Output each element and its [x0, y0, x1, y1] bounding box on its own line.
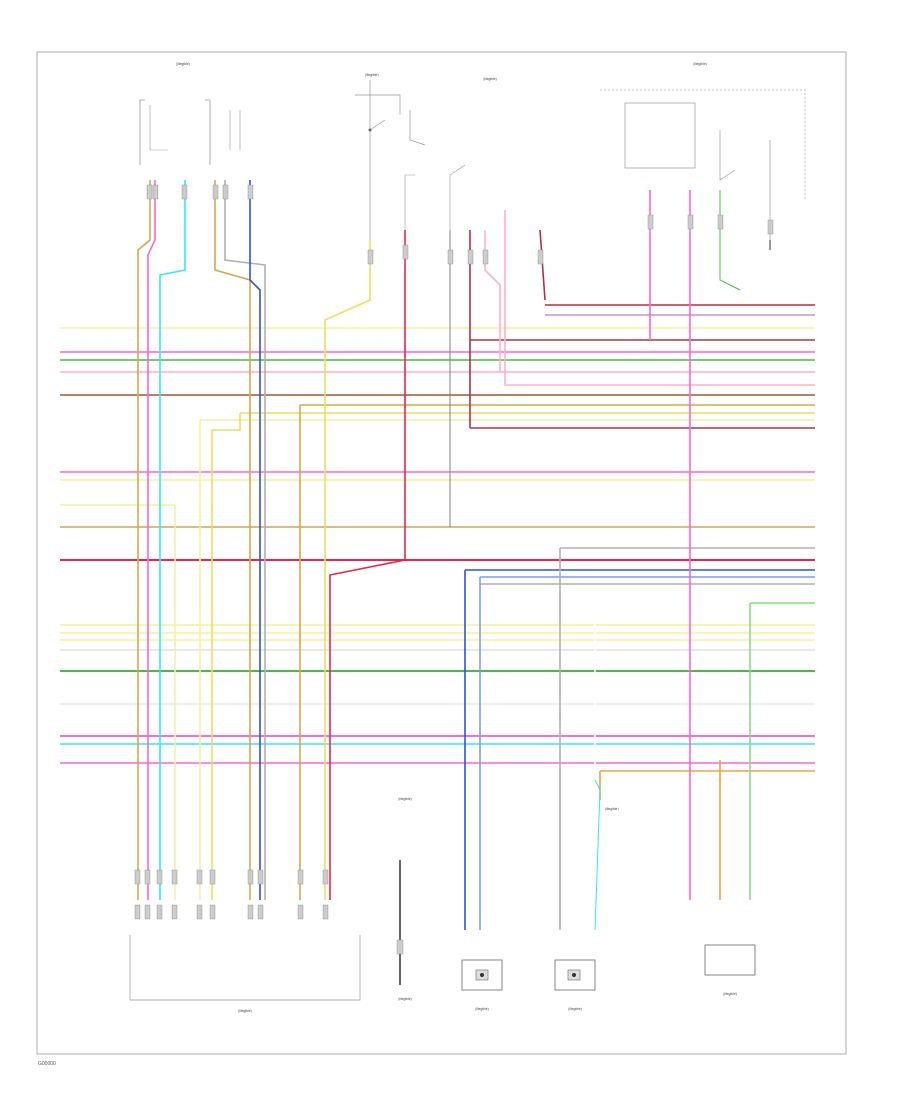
bottom-sensor-1-label: (illegible)	[398, 997, 412, 1001]
figure-code: G00000	[38, 1061, 56, 1067]
bottom-sensor-1: (illegible) (illegible)	[396, 797, 412, 1001]
top-center-box: (illegible)	[404, 77, 497, 230]
top-center-switch-label: (illegible)	[365, 73, 379, 77]
bottom-sensor-2-label: (illegible)	[475, 1007, 489, 1011]
top-left-component-label: (illegible)	[176, 62, 190, 66]
top-center-box-label: (illegible)	[483, 77, 497, 81]
bottom-sensor-3-label: (illegible)	[568, 1007, 582, 1011]
connector-pins	[146, 184, 774, 265]
top-right-component: (illegible)	[600, 62, 806, 240]
bottom-left-module-label: (illegible)	[238, 1009, 252, 1013]
vertical-wires	[137, 180, 815, 931]
bottom-right-module-label: (illegible)	[723, 992, 737, 996]
diagram-border	[36, 51, 847, 1055]
bottom-sensor-3: (illegible) (illegible)	[554, 807, 619, 1011]
bottom-note-center: (illegible)	[398, 797, 412, 801]
bottom-left-module: (illegible)	[129, 869, 361, 1013]
bottom-right-module: (illegible)	[704, 944, 756, 996]
top-right-component-label: (illegible)	[693, 62, 707, 66]
top-left-component: (illegible)	[139, 62, 241, 165]
top-center-switch: (illegible)	[355, 73, 426, 240]
bottom-note-right: (illegible)	[605, 807, 619, 811]
bottom-sensor-2: (illegible)	[461, 959, 503, 1011]
horizontal-wires	[60, 304, 815, 772]
